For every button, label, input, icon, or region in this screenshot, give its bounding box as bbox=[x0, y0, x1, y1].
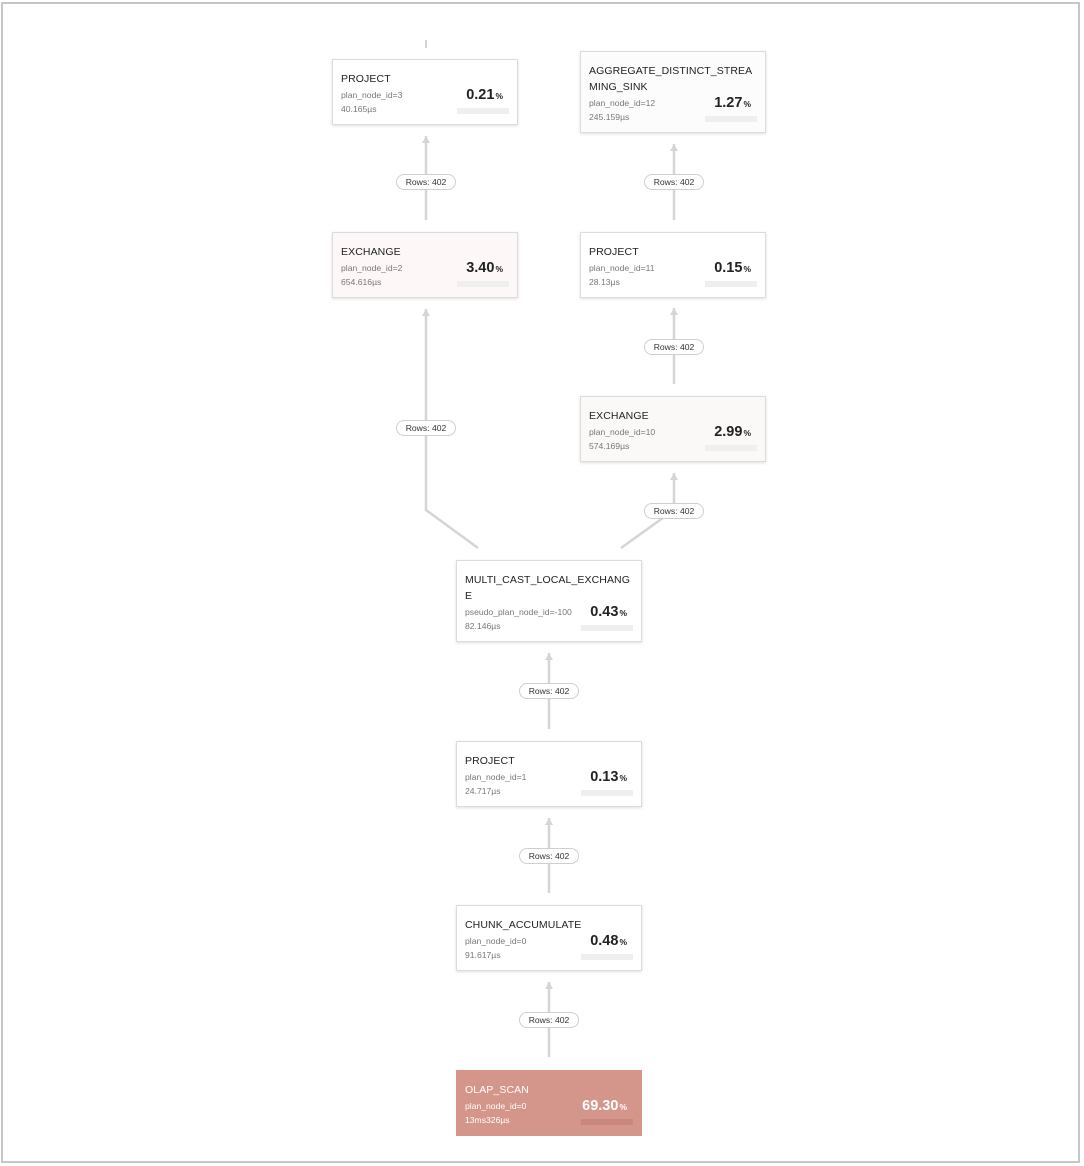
node-plan-id: pseudo_plan_node_id=-100 bbox=[465, 607, 572, 617]
node-percentage-bar bbox=[705, 445, 757, 451]
node-operator-name: MULTI_CAST_LOCAL_EXCHANGE bbox=[465, 574, 631, 602]
node-exec-time: 654.616µs bbox=[341, 277, 382, 287]
node-percentage-bar bbox=[581, 1119, 633, 1125]
edge-row-count-label: Rows: 402 bbox=[519, 683, 579, 699]
node-exec-time: 13ms326µs bbox=[465, 1115, 510, 1125]
node-plan-id: plan_node_id=10 bbox=[589, 427, 656, 437]
node-exec-time: 91.617µs bbox=[465, 950, 501, 960]
percentage-value: 3.40 bbox=[466, 260, 495, 276]
percentage-value: 0.13 bbox=[590, 769, 619, 785]
percentage-value: 0.43 bbox=[590, 604, 619, 620]
percentage-value: 2.99 bbox=[714, 424, 743, 440]
node-operator-name: OLAP_SCAN bbox=[465, 1084, 529, 1096]
percentage-unit: % bbox=[619, 773, 627, 783]
percentage-unit: % bbox=[619, 937, 627, 947]
percentage-value: 69.30 bbox=[582, 1098, 619, 1114]
plan-node-exchange10[interactable]: EXCHANGE plan_node_id=10 574.169µs 2.99% bbox=[580, 396, 766, 462]
edge-arrowhead bbox=[422, 136, 430, 143]
percentage-unit: % bbox=[743, 99, 751, 109]
node-time-percentage: 3.40% bbox=[466, 260, 503, 276]
node-plan-id: plan_node_id=2 bbox=[341, 263, 403, 273]
node-percentage-bar bbox=[581, 790, 633, 796]
node-exec-time: 245.159µs bbox=[589, 112, 630, 122]
plan-node-multicast[interactable]: MULTI_CAST_LOCAL_EXCHANGE pseudo_plan_nod… bbox=[456, 560, 642, 642]
node-operator-name: AGGREGATE_DISTINCT_STREAMING_SINK bbox=[589, 65, 753, 93]
percentage-unit: % bbox=[495, 91, 503, 101]
node-percentage-bar bbox=[705, 281, 757, 287]
edge-arrowhead bbox=[670, 473, 678, 480]
edge-row-count-label: Rows: 402 bbox=[519, 1012, 579, 1028]
node-time-percentage: 0.48% bbox=[590, 933, 627, 949]
node-operator-name: PROJECT bbox=[465, 755, 515, 767]
percentage-value: 0.21 bbox=[466, 87, 495, 103]
node-time-percentage: 0.13% bbox=[590, 769, 627, 785]
percentage-unit: % bbox=[619, 608, 627, 618]
percentage-value: 1.27 bbox=[714, 95, 743, 111]
node-operator-name: EXCHANGE bbox=[589, 410, 649, 422]
node-plan-id: plan_node_id=12 bbox=[589, 98, 656, 108]
plan-node-project1[interactable]: PROJECT plan_node_id=1 24.717µs 0.13% bbox=[456, 741, 642, 807]
edge-row-count-label: Rows: 402 bbox=[396, 420, 456, 436]
node-operator-name: PROJECT bbox=[341, 73, 391, 85]
node-operator-name: CHUNK_ACCUMULATE bbox=[465, 919, 582, 931]
node-percentage-bar bbox=[705, 116, 757, 122]
node-plan-id: plan_node_id=11 bbox=[589, 263, 655, 273]
plan-node-agg12[interactable]: AGGREGATE_DISTINCT_STREAMING_SINK plan_no… bbox=[580, 51, 766, 133]
edge-row-count-label: Rows: 402 bbox=[519, 848, 579, 864]
node-operator-name: EXCHANGE bbox=[341, 246, 401, 258]
node-time-percentage: 0.21% bbox=[466, 87, 503, 103]
edge-arrowhead bbox=[545, 982, 553, 989]
percentage-unit: % bbox=[495, 264, 503, 274]
edge-arrowhead bbox=[545, 818, 553, 825]
node-exec-time: 574.169µs bbox=[589, 441, 630, 451]
node-time-percentage: 69.30% bbox=[582, 1098, 627, 1114]
percentage-unit: % bbox=[619, 1102, 627, 1112]
percentage-value: 0.48 bbox=[590, 933, 619, 949]
plan-node-exchange2[interactable]: EXCHANGE plan_node_id=2 654.616µs 3.40% bbox=[332, 232, 518, 298]
plan-node-olap0[interactable]: OLAP_SCAN plan_node_id=0 13ms326µs 69.30% bbox=[456, 1070, 642, 1136]
edge-row-count-label: Rows: 402 bbox=[644, 339, 704, 355]
percentage-unit: % bbox=[743, 264, 751, 274]
plan-node-project3[interactable]: PROJECT plan_node_id=3 40.165µs 0.21% bbox=[332, 59, 518, 125]
node-plan-id: plan_node_id=0 bbox=[465, 1101, 527, 1111]
edge-arrowhead bbox=[545, 653, 553, 660]
node-plan-id: plan_node_id=1 bbox=[465, 772, 527, 782]
node-exec-time: 82.146µs bbox=[465, 621, 501, 631]
edge-arrowhead bbox=[670, 308, 678, 315]
node-exec-time: 40.165µs bbox=[341, 104, 377, 114]
percentage-unit: % bbox=[743, 428, 751, 438]
edge-row-count-label: Rows: 402 bbox=[644, 174, 704, 190]
node-percentage-bar bbox=[581, 625, 633, 631]
edge-row-count-label: Rows: 402 bbox=[644, 503, 704, 519]
node-exec-time: 28.13µs bbox=[589, 277, 620, 287]
node-plan-id: plan_node_id=0 bbox=[465, 936, 527, 946]
plan-node-chunk0[interactable]: CHUNK_ACCUMULATE plan_node_id=0 91.617µs 0.… bbox=[456, 905, 642, 971]
node-time-percentage: 0.43% bbox=[590, 604, 627, 620]
node-time-percentage: 2.99% bbox=[714, 424, 751, 440]
plan-node-project11[interactable]: PROJECT plan_node_id=11 28.13µs 0.15% bbox=[580, 232, 766, 298]
percentage-value: 0.15 bbox=[714, 260, 743, 276]
edge-arrowhead bbox=[670, 144, 678, 151]
node-percentage-bar bbox=[581, 954, 633, 960]
node-percentage-bar bbox=[457, 108, 509, 114]
node-percentage-bar bbox=[457, 281, 509, 287]
node-exec-time: 24.717µs bbox=[465, 786, 501, 796]
node-plan-id: plan_node_id=3 bbox=[341, 90, 403, 100]
edge-row-count-label: Rows: 402 bbox=[396, 174, 456, 190]
node-operator-name: PROJECT bbox=[589, 246, 639, 258]
node-time-percentage: 0.15% bbox=[714, 260, 751, 276]
edge-arrowhead bbox=[422, 309, 430, 316]
node-time-percentage: 1.27% bbox=[714, 95, 751, 111]
